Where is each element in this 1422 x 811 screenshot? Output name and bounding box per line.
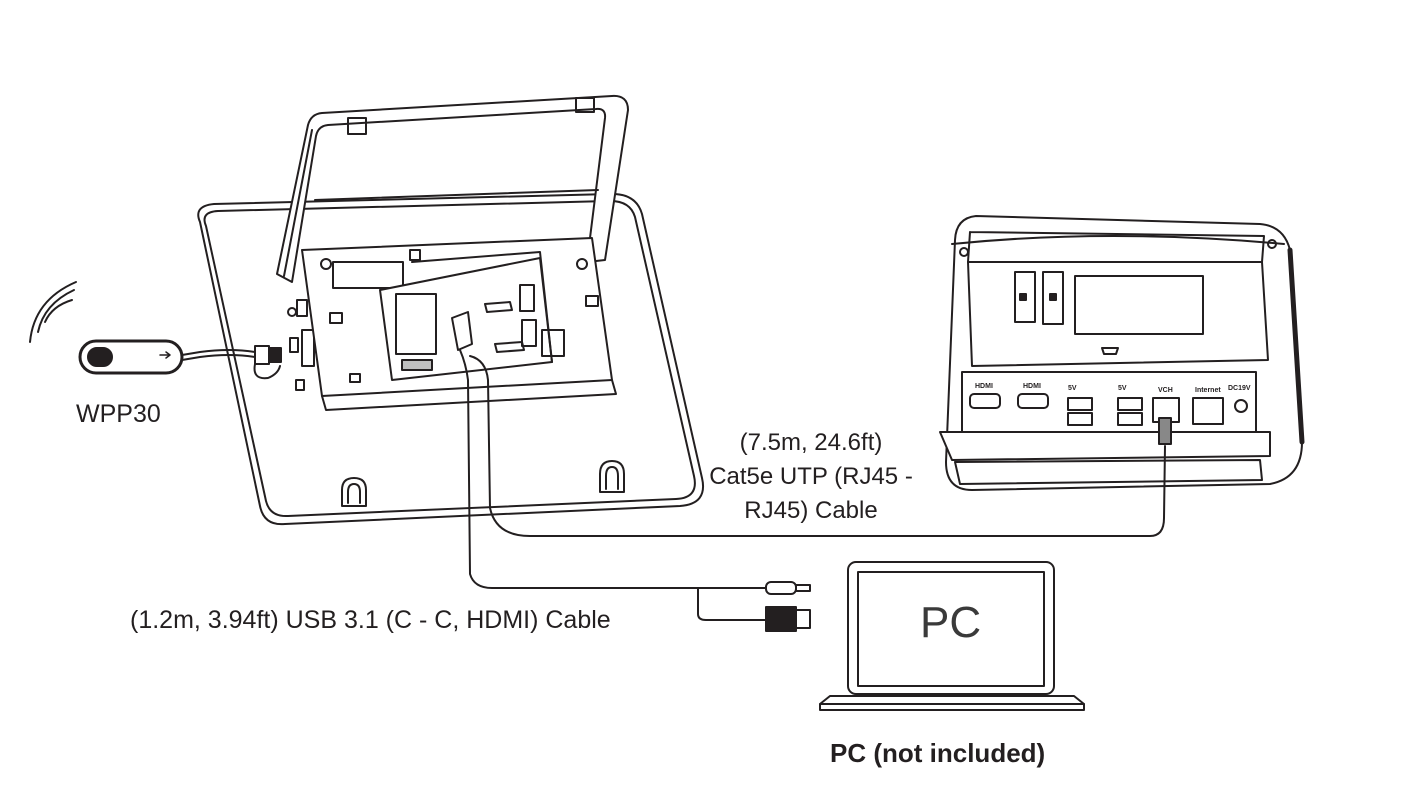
cat5e-cable-label: (7.5m, 24.6ft) Cat5e UTP (RJ45 - RJ45) C… (686, 426, 936, 528)
cat5e-type-line: Cat5e UTP (RJ45 - (709, 463, 913, 490)
svg-text:VCH: VCH (1158, 387, 1173, 394)
cat5e-cable (469, 355, 1166, 537)
svg-text:HDMI: HDMI (1023, 383, 1041, 390)
pc-screen-label: PC (920, 598, 982, 647)
cat5e-length-line: (7.5m, 24.6ft) (739, 429, 883, 456)
usb-cable (459, 349, 811, 632)
touch-panel-stand (276, 94, 629, 411)
svg-text:HDMI: HDMI (975, 383, 993, 390)
pc-not-included-label: PC (not included) (830, 738, 1046, 768)
svg-text:DC19V: DC19V (1228, 385, 1251, 392)
cat5e-connector-line: RJ45) Cable (744, 497, 878, 524)
svg-text:Internet: Internet (1195, 387, 1221, 394)
svg-text:5V: 5V (1118, 385, 1127, 392)
usb-cable-label: (1.2m, 3.94ft) USB 3.1 (C - C, HDMI) Cab… (130, 606, 611, 634)
svg-text:5V: 5V (1068, 385, 1077, 392)
pc-laptop (819, 561, 1085, 711)
vch-hub: HDMI HDMI 5V 5V VCH Internet DC19V (939, 215, 1305, 491)
wpp30-dongle (29, 281, 282, 380)
wpp30-label: WPP30 (76, 400, 161, 428)
